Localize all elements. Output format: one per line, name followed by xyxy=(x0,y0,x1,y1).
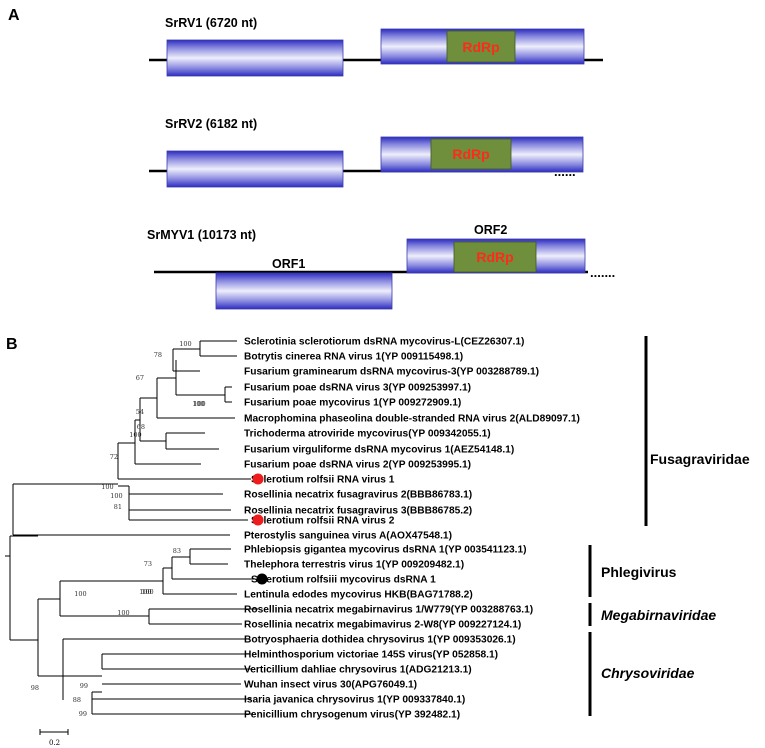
panel-a-label: A xyxy=(8,7,20,24)
genome-srrv2: SrRV2 (6182 nt) ...... RdRp xyxy=(149,117,584,188)
tree-leaf-label: Macrophomina phaseolina double-stranded … xyxy=(244,414,580,425)
scale-label: 0.2 xyxy=(49,739,60,747)
leaf-marker-dot xyxy=(252,473,264,485)
bootstrap-value: 72 xyxy=(110,453,118,461)
tree-leaf-label: Trichoderma atroviride mycovirus(YP 0093… xyxy=(244,429,491,440)
bootstrap-value: 83 xyxy=(173,547,181,555)
bootstrap-value: 100 xyxy=(110,492,122,500)
genome-name: SrRV2 (6182 nt) xyxy=(165,117,257,131)
bootstrap-value: 100 xyxy=(141,588,153,596)
panel-b: B Sclerotinia sclerotiorum dsRNA mycovir… xyxy=(5,336,750,747)
bootstrap-value: 54 xyxy=(136,408,144,416)
rdrp-label: RdRp xyxy=(452,146,489,162)
tree-leaf-label: Verticillium dahliae chrysovirus 1(ADG21… xyxy=(244,665,472,676)
bootstrap-value: 99 xyxy=(79,710,87,718)
tree-leaf-label: Lentinula edodes mycovirus HKB(BAG71788.… xyxy=(244,590,473,601)
tree-leaf-label: Pterostylis sanguinea virus A(AOX47548.1… xyxy=(244,531,452,542)
tree-leaf-label: Fusarium virguliforme dsRNA mycovirus 1(… xyxy=(244,445,514,456)
bootstrap-value: 100 xyxy=(139,588,151,596)
bootstrap-value: 67 xyxy=(136,374,144,382)
rdrp-domain xyxy=(430,138,512,170)
bootstrap-value: 100 xyxy=(179,340,191,348)
family-fusagraviridae: Fusagraviridae xyxy=(650,451,750,467)
tree-leaf-label: Rosellinia necatrix fusagravirus 2(BBB86… xyxy=(244,490,472,501)
bootstrap-value: 81 xyxy=(114,503,122,511)
bootstrap-value: 100 xyxy=(101,483,113,491)
rdrp-label: RdRp xyxy=(476,249,513,265)
tree-leaf-label: Rosellinia necatrix fusagravirus 3(BBB86… xyxy=(244,506,472,517)
orf2-label: ORF2 xyxy=(474,223,507,237)
bootstrap-value: 100 xyxy=(192,400,204,408)
trailing-dots: ....... xyxy=(590,265,615,280)
tree-markers xyxy=(252,473,268,585)
tree-leaf-label: Rosellinia necatrix megabimavirus 2-W8(Y… xyxy=(244,620,521,631)
orf1-bar xyxy=(215,272,393,310)
tree-leaf-label: Sclerotium rolfsiii mycovirus dsRNA 1 xyxy=(251,575,436,586)
panel-a: A SrRV1 (6720 nt) RdRp SrRV2 (6182 nt) .… xyxy=(8,7,615,310)
tree-leaves: Sclerotinia sclerotiorum dsRNA mycovirus… xyxy=(244,337,580,721)
family-megabirnaviridae: Megabirnaviridae xyxy=(601,607,716,623)
tree-leaf-label: Fusarium poae dsRNA virus 2(YP 009253995… xyxy=(244,460,471,471)
rdrp-label: RdRp xyxy=(462,39,499,55)
rdrp-domain xyxy=(446,30,516,63)
tree-leaf-label: Botryosphaeria dothidea chrysovirus 1(YP… xyxy=(244,635,516,646)
genome-srmyv1: SrMYV1 (10173 nt) ....... ORF1 ORF2 RdRp xyxy=(147,223,615,310)
bootstrap-value: 100 xyxy=(117,609,129,617)
tree-leaf-label: Thelephora terrestris virus 1(YP 0092094… xyxy=(244,560,464,571)
bootstrap-value: 100 xyxy=(74,590,86,598)
tree-leaf-label: Botrytis cinerea RNA virus 1(YP 00911549… xyxy=(244,352,463,363)
bootstrap-value: 100 xyxy=(193,400,205,408)
orf1-bar xyxy=(166,150,344,188)
bootstrap-value: 99 xyxy=(80,682,88,690)
family-phlegivirus: Phlegivirus xyxy=(601,564,677,580)
orf1-bar xyxy=(166,39,344,77)
tree-branches xyxy=(5,340,258,715)
bootstrap-value: 88 xyxy=(73,696,81,704)
tree-bootstrap: 1007810067100541007268100100818373100100… xyxy=(31,340,206,718)
genome-name: SrMYV1 (10173 nt) xyxy=(147,228,256,242)
leaf-marker-dot xyxy=(252,514,264,526)
genome-srrv1: SrRV1 (6720 nt) RdRp xyxy=(149,16,603,77)
orf1-label: ORF1 xyxy=(272,257,305,271)
tree-leaf-label: Fusarium poae mycovirus 1(YP 009272909.1… xyxy=(244,398,461,409)
tree-leaf-label: Fusarium graminearum dsRNA mycovirus-3(Y… xyxy=(244,367,539,378)
genome-name: SrRV1 (6720 nt) xyxy=(165,16,257,30)
leaf-marker-dot xyxy=(256,573,268,585)
bootstrap-value: 78 xyxy=(154,351,162,359)
panel-b-label: B xyxy=(6,336,18,353)
rdrp-domain xyxy=(453,241,537,273)
bootstrap-value: 98 xyxy=(31,684,39,692)
family-chrysoviridae: Chrysoviridae xyxy=(601,665,695,681)
tree-leaf-label: Isaria javanica chrysovirus 1(YP 0093378… xyxy=(244,695,465,706)
bootstrap-value: 68 xyxy=(137,423,145,431)
tree-leaf-label: Helminthosporium victoriae 145S virus(YP… xyxy=(244,650,498,661)
tree-leaf-label: Sclerotinia sclerotiorum dsRNA mycovirus… xyxy=(244,337,524,348)
tree-leaf-label: Penicillium chrysogenum virus(YP 392482.… xyxy=(244,710,460,721)
tree-leaf-label: Wuhan insect virus 30(APG76049.1) xyxy=(244,680,417,691)
bootstrap-value: 73 xyxy=(144,560,152,568)
tree-leaf-label: Sclerotium rolfsii RNA virus 2 xyxy=(251,516,395,527)
tree-leaf-label: Fusarium poae dsRNA virus 3(YP 009253997… xyxy=(244,383,471,394)
tree-leaf-label: Rosellinia necatrix megabirnavirus 1/W77… xyxy=(244,605,533,616)
bootstrap-value: 100 xyxy=(129,431,141,439)
tree-leaf-label: Sclerotium rolfsii RNA virus 1 xyxy=(251,475,395,486)
tree-leaf-label: Phlebiopsis gigantea mycovirus dsRNA 1(Y… xyxy=(244,545,527,556)
